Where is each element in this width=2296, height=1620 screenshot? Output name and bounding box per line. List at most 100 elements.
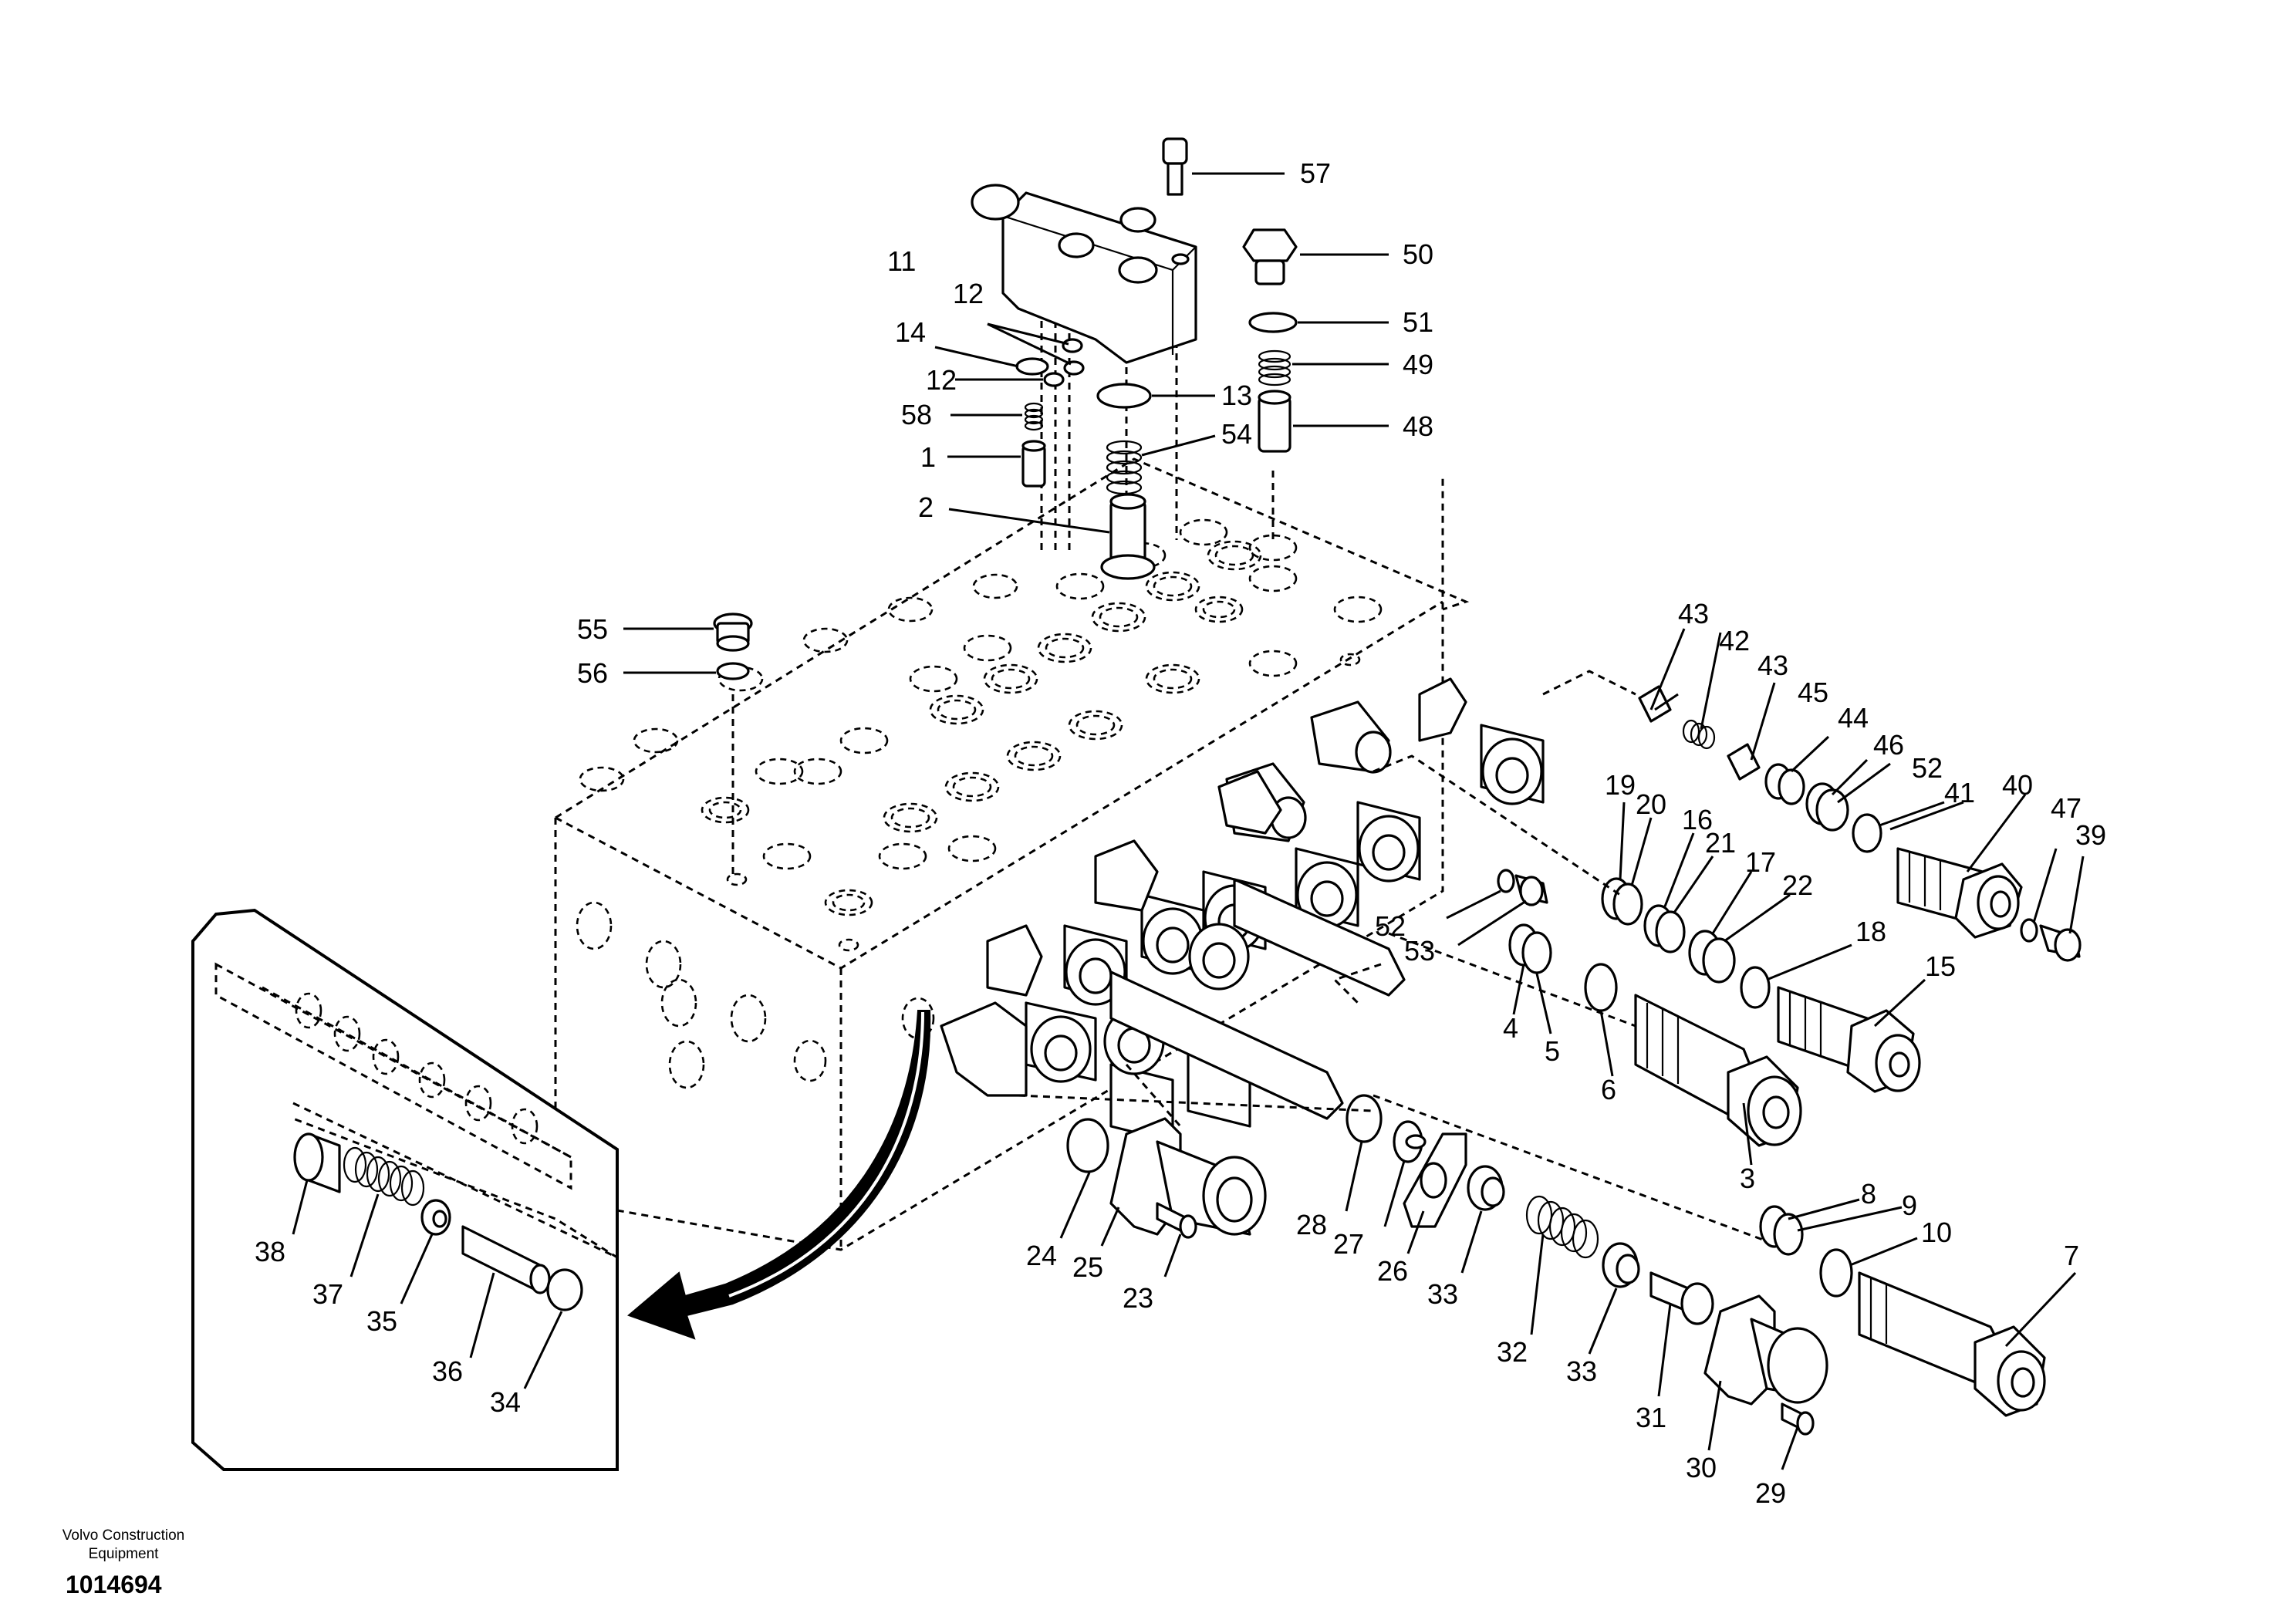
part-32-spring: [1525, 1195, 1599, 1335]
label-6: 6: [1601, 1074, 1616, 1105]
label-21: 21: [1705, 827, 1736, 859]
label-41: 41: [1944, 777, 1975, 808]
part-40-41-relief-valve: [1896, 794, 2027, 939]
label-27: 27: [1333, 1228, 1364, 1260]
label-37: 37: [312, 1278, 343, 1310]
part-13-oring: [1096, 383, 1215, 409]
part-47-39-plug: [2020, 848, 2085, 962]
label-11: 11: [887, 245, 916, 277]
document-number: 1014694: [66, 1571, 162, 1598]
part-51-oring: [1248, 312, 1389, 333]
part-23-bolt: [1156, 1202, 1197, 1277]
label-40: 40: [2002, 769, 2033, 801]
label-31: 31: [1636, 1402, 1666, 1433]
valve-block-housing: [554, 255, 1470, 1251]
label-36: 36: [432, 1355, 463, 1387]
label-16: 16: [1682, 804, 1713, 835]
label-9: 9: [1902, 1190, 1917, 1221]
label-33-right: 33: [1566, 1355, 1597, 1387]
company-name-line1: Volvo Construction: [62, 1527, 184, 1544]
part-31-bolt: [1649, 1271, 1714, 1397]
label-58: 58: [901, 399, 932, 430]
part-7-relief-valve: [1858, 1271, 2077, 1417]
part-8-9-10-rings: [1759, 1198, 1918, 1298]
label-17: 17: [1745, 846, 1776, 878]
part-33a-retainer: [1460, 1165, 1505, 1274]
part-28-oring: [1345, 1094, 1383, 1212]
part-27-plate: [1383, 1120, 1427, 1227]
label-28: 28: [1296, 1209, 1327, 1240]
label-15: 15: [1925, 950, 1956, 982]
label-20: 20: [1636, 788, 1666, 820]
part-58-spring: [950, 402, 1044, 431]
part-55-56-plug: [623, 613, 753, 680]
label-34: 34: [490, 1386, 521, 1418]
label-38: 38: [255, 1236, 285, 1267]
part-33b-retainer: [1588, 1242, 1640, 1355]
label-5: 5: [1545, 1035, 1560, 1067]
label-13: 13: [1221, 380, 1252, 411]
part-43-42-43-cone-spring: [1638, 628, 1776, 781]
label-44: 44: [1838, 702, 1869, 734]
label-4: 4: [1503, 1012, 1518, 1044]
label-55: 55: [577, 613, 608, 645]
part-15-valve: [1777, 978, 1926, 1093]
label-53: 53: [1404, 935, 1435, 967]
callout-labels: 57 50 11 12 14 51 49 12 13 58 54 48 1 2 …: [255, 157, 2106, 1509]
label-45: 45: [1798, 677, 1828, 708]
label-39: 39: [2075, 819, 2106, 851]
label-48: 48: [1403, 410, 1433, 442]
part-57-bolt: [1162, 137, 1285, 196]
label-54: 54: [1221, 418, 1252, 450]
part-29-bolt: [1781, 1402, 1815, 1470]
label-42: 42: [1719, 625, 1750, 656]
label-43-left: 43: [1678, 598, 1709, 629]
company-name-line2: Equipment: [89, 1546, 160, 1562]
label-12-top: 12: [953, 278, 984, 309]
label-1: 1: [920, 441, 936, 473]
label-24: 24: [1026, 1240, 1057, 1271]
footer: Volvo Construction Equipment 1014694: [62, 1527, 184, 1598]
label-32: 32: [1497, 1336, 1528, 1368]
label-47: 47: [2051, 792, 2082, 824]
label-19: 19: [1605, 769, 1636, 801]
part-52-53-plug: [1446, 869, 1548, 947]
spool-caps-group: [940, 677, 1545, 1143]
label-8: 8: [1861, 1178, 1876, 1210]
part-25-cap: [1100, 1117, 1267, 1247]
label-18: 18: [1855, 916, 1886, 947]
label-29: 29: [1755, 1477, 1786, 1509]
label-33-left: 33: [1427, 1278, 1458, 1310]
label-26: 26: [1377, 1255, 1408, 1287]
label-14: 14: [895, 316, 926, 348]
part-3-relief-valve: [1332, 670, 1802, 1251]
part-48-sleeve: [1258, 390, 1389, 453]
label-35: 35: [366, 1305, 397, 1337]
label-56: 56: [577, 657, 608, 689]
part-26-gasket: [1403, 1132, 1467, 1254]
label-51: 51: [1403, 306, 1433, 338]
inset-detail-panel: [191, 908, 931, 1471]
pilot-cover-block: [971, 184, 1197, 364]
label-49: 49: [1403, 349, 1433, 380]
label-10: 10: [1921, 1217, 1952, 1248]
part-54-spring: [1106, 434, 1216, 495]
part-12-14-rings: [934, 322, 1085, 387]
lower-assembly-dashes: [1018, 1064, 1374, 1127]
part-4-5-6-rings: [1508, 923, 1618, 1077]
label-52-right: 52: [1912, 752, 1943, 784]
label-23: 23: [1123, 1282, 1153, 1314]
part-2-sleeve: [948, 493, 1156, 580]
part-49-spring: [1258, 349, 1389, 386]
part-50-plug: [1242, 228, 1389, 285]
label-3: 3: [1740, 1163, 1755, 1194]
label-50: 50: [1403, 238, 1433, 270]
part-45-44-46-rings: [1764, 735, 1964, 853]
label-7: 7: [2064, 1240, 2079, 1271]
part-24-oring: [1059, 1118, 1109, 1239]
part-19-22-rings: [1601, 802, 1852, 1009]
label-25: 25: [1072, 1251, 1103, 1283]
label-57: 57: [1300, 157, 1331, 189]
label-12-bottom: 12: [926, 364, 957, 396]
